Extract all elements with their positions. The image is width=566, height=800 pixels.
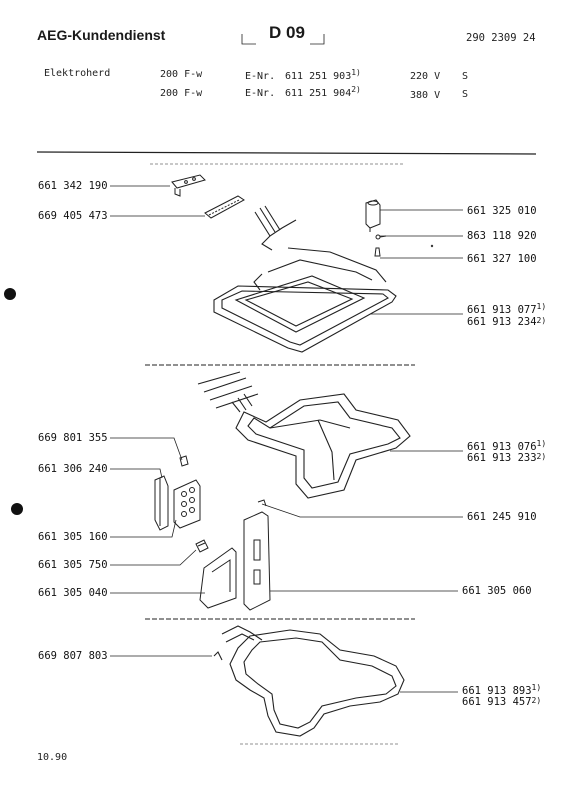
part-number-label: 661 305 160 bbox=[38, 531, 108, 543]
part-number-label: 661 325 010 bbox=[467, 205, 537, 217]
part-number-label: 661 245 910 bbox=[467, 511, 537, 523]
stray-dot bbox=[430, 244, 434, 248]
brand-title: AEG-Kundendienst bbox=[37, 27, 166, 43]
voltage: 380 V bbox=[410, 90, 441, 101]
part-number-label: 669 801 355 bbox=[38, 432, 108, 444]
voltage: 220 V bbox=[410, 71, 441, 82]
part-number-value: 661 913 893 bbox=[462, 685, 532, 697]
part-number-value: 661 913 457 bbox=[462, 696, 532, 708]
part-number-label: 661 913 2332) bbox=[467, 452, 546, 464]
part-number-value: 661 913 077 bbox=[467, 304, 537, 316]
class-letter: S bbox=[462, 89, 469, 100]
leader-line bbox=[110, 437, 183, 461]
class-letter: S bbox=[462, 71, 469, 82]
part-spring-clip bbox=[195, 539, 209, 553]
header-rule bbox=[36, 151, 537, 155]
leader-line bbox=[110, 468, 163, 479]
part-number-value: 661 913 076 bbox=[467, 441, 537, 453]
part-sensor-housing bbox=[365, 199, 381, 232]
part-number-label: 661 913 8931) bbox=[462, 683, 542, 698]
part-number-label: 661 913 0761) bbox=[467, 439, 547, 454]
enr-value: 611 251 904 bbox=[285, 88, 352, 99]
part-clip bbox=[179, 455, 189, 467]
part-number-label: 661 306 240 bbox=[38, 463, 108, 475]
part-number-label: 863 118 920 bbox=[467, 230, 537, 242]
part-sensor-probe bbox=[374, 247, 381, 257]
part-bracket-small bbox=[171, 174, 206, 197]
part-wire-clip bbox=[257, 499, 267, 507]
part-number-label: 661 342 190 bbox=[38, 180, 108, 192]
footnote-marker: 2) bbox=[531, 696, 542, 705]
punch-hole-top bbox=[4, 288, 16, 300]
part-number-value: 661 913 233 bbox=[467, 452, 537, 464]
part-number-value: 661 913 234 bbox=[467, 316, 537, 328]
enr-number: 611 251 9042) bbox=[285, 85, 361, 100]
enr-prefix: E-Nr. bbox=[245, 88, 276, 99]
model-type: 200 F-w bbox=[160, 69, 203, 80]
footnote-marker: 2) bbox=[351, 85, 361, 94]
part-number-label: 661 327 100 bbox=[467, 253, 537, 265]
part-number-label: 661 305 060 bbox=[462, 585, 532, 597]
part-ring-heater-element bbox=[197, 371, 411, 499]
code-bracket-left bbox=[241, 34, 256, 45]
footnote-marker: 1) bbox=[351, 68, 361, 77]
enr-value: 611 251 903 bbox=[285, 71, 352, 82]
part-number-label: 661 305 750 bbox=[38, 559, 108, 571]
code-bracket-right bbox=[310, 34, 325, 45]
part-bottom-heater-element bbox=[213, 625, 405, 737]
part-cover-plate bbox=[243, 511, 271, 611]
punch-hole-bottom bbox=[11, 503, 23, 515]
part-grill-heater-element bbox=[213, 205, 397, 353]
part-number-label: 669 405 473 bbox=[38, 210, 108, 222]
enr-prefix: E-Nr. bbox=[245, 71, 276, 82]
footer-date: 10.90 bbox=[37, 752, 68, 763]
part-number-label: 661 913 4572) bbox=[462, 696, 541, 708]
part-sensor-rod bbox=[375, 234, 387, 240]
enr-number: 611 251 9031) bbox=[285, 68, 361, 83]
footnote-marker: 2) bbox=[536, 452, 547, 461]
leader-line bbox=[110, 519, 177, 538]
part-number-label: 661 913 2342) bbox=[467, 316, 546, 328]
document-number: 290 2309 24 bbox=[466, 32, 536, 44]
footnote-marker: 1) bbox=[536, 439, 547, 448]
part-number-label: 661 913 0771) bbox=[467, 302, 547, 317]
part-mounting-bracket-left bbox=[199, 547, 237, 609]
part-terminal-strip bbox=[173, 479, 201, 529]
footnote-marker: 1) bbox=[536, 302, 547, 311]
appliance-name: Elektroherd bbox=[44, 68, 111, 79]
document-code: D 09 bbox=[269, 23, 305, 42]
part-number-label: 661 305 040 bbox=[38, 587, 108, 599]
leader-line bbox=[261, 503, 463, 518]
part-number-label: 669 807 803 bbox=[38, 650, 108, 662]
model-type: 200 F-w bbox=[160, 88, 203, 99]
leader-line bbox=[110, 549, 197, 566]
part-terminal-block bbox=[204, 195, 245, 219]
footnote-marker: 1) bbox=[531, 683, 542, 692]
part-fuse-holder bbox=[154, 475, 169, 531]
footnote-marker: 2) bbox=[536, 316, 547, 325]
